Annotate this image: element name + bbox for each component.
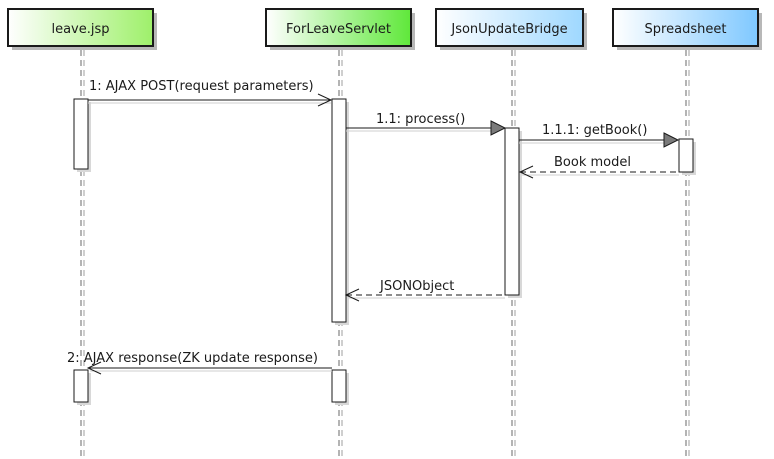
- participant-leave-jsp[interactable]: leave.jsp: [7, 8, 157, 50]
- activation-servlet-1: [331, 98, 347, 323]
- message-label: 2: AJAX response(ZK update response): [67, 351, 318, 366]
- participant-spreadsheet[interactable]: Spreadsheet: [612, 8, 762, 50]
- message-label: 1.1: process(): [376, 112, 465, 127]
- open-arrowhead-icon: [86, 361, 102, 375]
- participant-label: ForLeaveServlet: [286, 22, 391, 37]
- message-ajax-response[interactable]: 2: AJAX response(ZK update response): [67, 351, 332, 375]
- message-label: Book model: [554, 155, 631, 170]
- message-label: 1: AJAX POST(request parameters): [89, 79, 314, 94]
- activation-bridge-1: [504, 127, 520, 296]
- filled-arrowhead-icon: [490, 120, 507, 136]
- activation-leave-2: [73, 369, 89, 403]
- participant-for-leave-servlet[interactable]: ForLeaveServlet: [265, 8, 415, 50]
- activation-leave-1: [73, 98, 89, 170]
- open-arrowhead-icon: [344, 288, 360, 302]
- message-book-model-return[interactable]: Book model: [518, 155, 679, 179]
- activations: [73, 98, 696, 405]
- participant-label: JsonUpdateBridge: [450, 22, 567, 37]
- open-arrowhead-icon: [518, 165, 534, 179]
- message-label: JSONObject: [379, 279, 454, 294]
- message-label: 1.1.1: getBook(): [542, 123, 647, 138]
- participant-json-update-bridge[interactable]: JsonUpdateBridge: [435, 8, 587, 50]
- activation-sheet-1: [678, 138, 694, 173]
- message-process[interactable]: 1.1: process(): [346, 112, 507, 136]
- message-ajax-post[interactable]: 1: AJAX POST(request parameters): [88, 79, 333, 107]
- open-arrowhead-icon: [317, 93, 333, 107]
- message-json-object-return[interactable]: JSONObject: [344, 279, 505, 302]
- filled-arrowhead-icon: [663, 132, 680, 148]
- participant-label: Spreadsheet: [645, 22, 727, 37]
- participant-label: leave.jsp: [51, 22, 109, 37]
- message-get-book[interactable]: 1.1.1: getBook(): [519, 123, 680, 148]
- activation-servlet-2: [331, 369, 347, 403]
